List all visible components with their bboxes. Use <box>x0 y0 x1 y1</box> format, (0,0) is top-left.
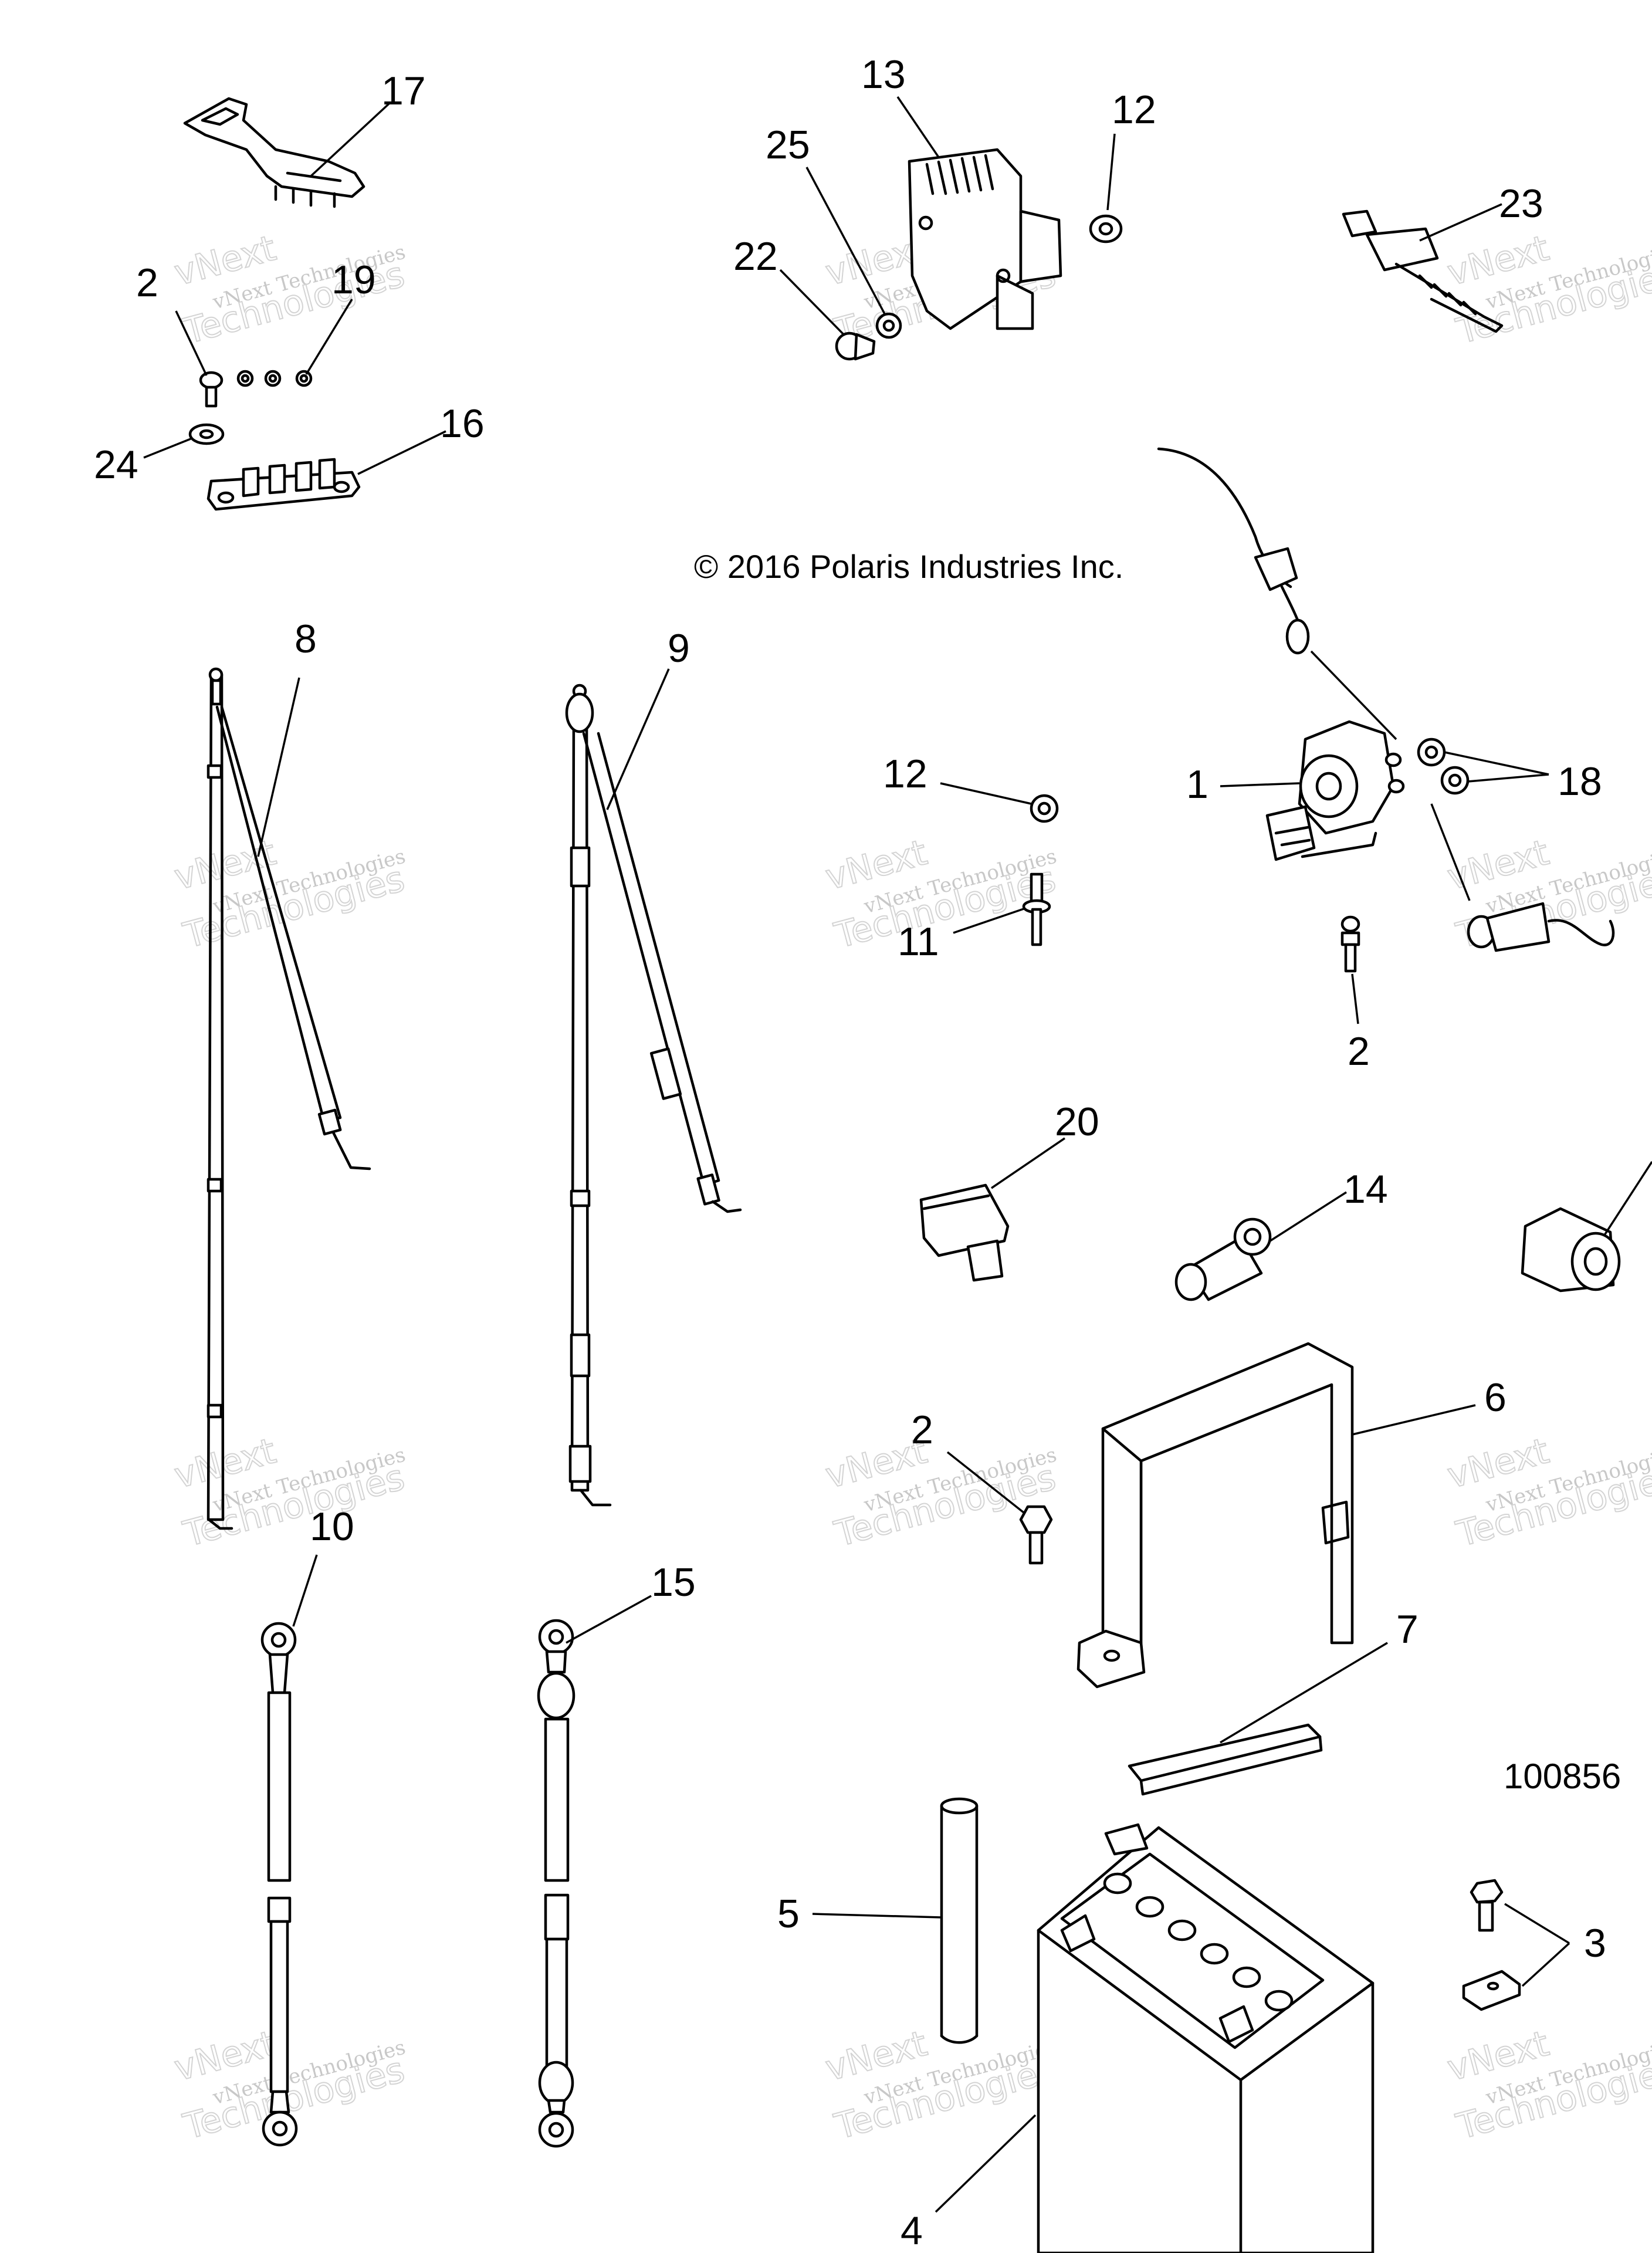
part-23-clip-tie[interactable] <box>1342 209 1504 333</box>
part-11-stud[interactable] <box>1022 872 1051 946</box>
callout-4: 4 <box>901 2208 923 2253</box>
callout-18: 18 <box>1558 759 1602 804</box>
part-3-bolt-nut[interactable] <box>1462 1879 1521 2011</box>
part-5-vent-tube[interactable] <box>940 1797 979 2044</box>
callout-13: 13 <box>861 52 906 97</box>
part-15-cable[interactable] <box>537 1619 576 2148</box>
callout-6: 6 <box>1484 1375 1507 1420</box>
callout-8: 8 <box>294 617 317 661</box>
part-19-nuts[interactable] <box>236 370 313 387</box>
part-16-terminal-block[interactable] <box>206 458 361 511</box>
part-13-voltage-regulator[interactable] <box>908 148 1062 330</box>
callout-2-top: 2 <box>136 261 158 305</box>
callout-25: 25 <box>766 123 810 167</box>
part-22-screw[interactable] <box>835 331 876 361</box>
part-12-nut-top[interactable] <box>1089 214 1123 243</box>
part-2-bolt-top[interactable] <box>199 371 224 408</box>
callout-19: 19 <box>331 258 376 302</box>
callout-11: 11 <box>898 919 939 964</box>
callout-14: 14 <box>1343 1167 1388 1212</box>
figure-number: 100856 <box>1504 1757 1621 1796</box>
callout-1: 1 <box>1186 762 1208 807</box>
part-14-terminal-boot[interactable] <box>1174 1217 1272 1301</box>
callout-7: 7 <box>1396 1607 1419 1652</box>
part-9-cable[interactable] <box>565 684 742 1507</box>
callout-2-lower: 2 <box>911 1408 933 1452</box>
copyright-text: © 2016 Polaris Industries Inc. <box>694 548 1123 585</box>
part-25-washer[interactable] <box>875 312 902 339</box>
part-4-battery[interactable] <box>1037 1823 1375 2253</box>
callout-17: 17 <box>381 69 426 113</box>
callout-10: 10 <box>310 1504 354 1549</box>
part-17-terminal-cover[interactable] <box>183 97 365 208</box>
callout-2-mid: 2 <box>1348 1029 1370 1074</box>
callout-24: 24 <box>94 442 138 487</box>
callout-12-top: 12 <box>1112 87 1156 132</box>
callout-3: 3 <box>1584 1921 1606 1966</box>
solenoid-cable-end <box>1430 803 1615 952</box>
callout-9: 9 <box>668 626 690 671</box>
part-7-battery-pad[interactable] <box>1128 1723 1323 1796</box>
callout-20: 20 <box>1055 1100 1099 1144</box>
callout-12-mid: 12 <box>883 752 927 796</box>
callout-16: 16 <box>440 401 485 446</box>
part-20-terminal-boot[interactable] <box>919 1183 1010 1282</box>
terminal-boot-right[interactable] <box>1521 1161 1652 1293</box>
part-2-bolt-mid[interactable] <box>1340 915 1360 973</box>
callout-22: 22 <box>733 234 778 279</box>
part-6-battery-bracket[interactable] <box>1076 1342 1354 1689</box>
part-2-bolt-lower[interactable] <box>1019 1505 1053 1565</box>
callout-15: 15 <box>651 1560 696 1605</box>
part-8-cable[interactable] <box>206 667 371 1530</box>
part-10-cable[interactable] <box>260 1622 298 2147</box>
part-18-nuts[interactable] <box>1417 738 1470 795</box>
part-12-nut-mid[interactable] <box>1030 794 1059 823</box>
part-1-starter-solenoid[interactable] <box>1157 447 1405 861</box>
callout-23: 23 <box>1499 181 1543 226</box>
part-24-washer[interactable] <box>188 423 225 445</box>
callout-5: 5 <box>777 1892 800 1936</box>
